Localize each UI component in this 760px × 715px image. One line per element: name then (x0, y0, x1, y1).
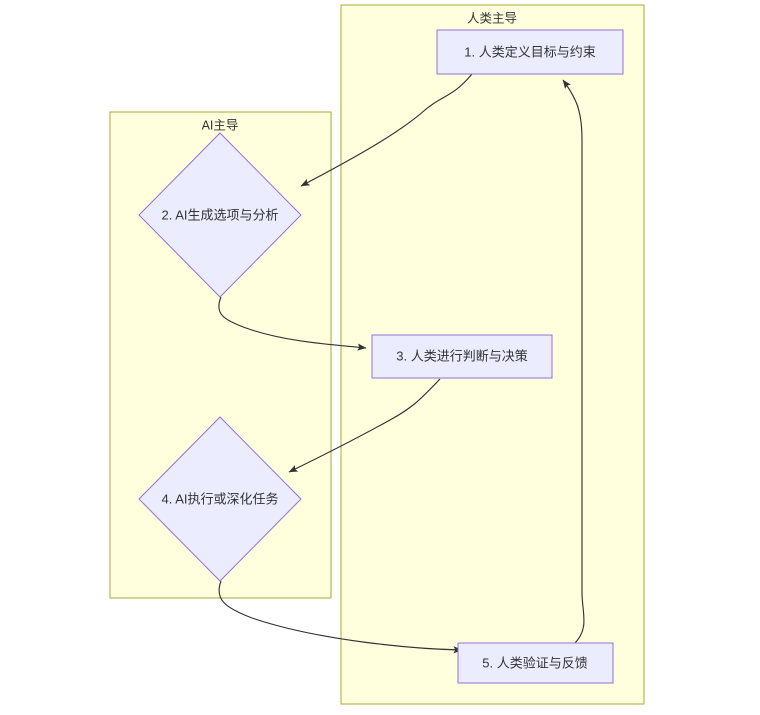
node-ai-generate-options-label: 2. AI生成选项与分析 (161, 207, 278, 222)
node-ai-generate-options[interactable]: 2. AI生成选项与分析 (138, 132, 302, 298)
edge-node3-to-node4 (288, 378, 441, 473)
node-ai-execute-task-label: 4. AI执行或深化任务 (161, 491, 278, 506)
edge-node2-to-node3 (218, 296, 367, 351)
node-human-judge-decide-box[interactable] (371, 334, 553, 379)
edge-node1-to-node2 (300, 73, 473, 187)
node-ai-generate-options-diamond[interactable] (138, 132, 302, 298)
node-ai-execute-task[interactable]: 4. AI执行或深化任务 (138, 416, 302, 582)
node-human-define-goals-label: 1. 人类定义目标与约束 (464, 44, 595, 59)
node-human-judge-decide-label: 3. 人类进行判断与决策 (396, 348, 527, 363)
edge-node4-to-node5 (218, 580, 463, 654)
node-human-define-goals-box[interactable] (436, 29, 624, 75)
node-human-verify-feedback-label: 5. 人类验证与反馈 (482, 655, 587, 670)
node-human-verify-feedback[interactable]: 5. 人类验证与反馈 (457, 642, 614, 684)
node-human-define-goals[interactable]: 1. 人类定义目标与约束 (436, 29, 624, 75)
cluster-human-lead-label: 人类主导 (467, 11, 517, 25)
edge-layer (218, 73, 585, 654)
node-human-verify-feedback-box[interactable] (457, 642, 614, 684)
cluster-ai-lead-label: AI主导 (202, 118, 239, 132)
node-ai-execute-task-diamond[interactable] (138, 416, 302, 582)
node-human-judge-decide[interactable]: 3. 人类进行判断与决策 (371, 334, 553, 379)
edge-node5-to-node1 (562, 79, 585, 645)
